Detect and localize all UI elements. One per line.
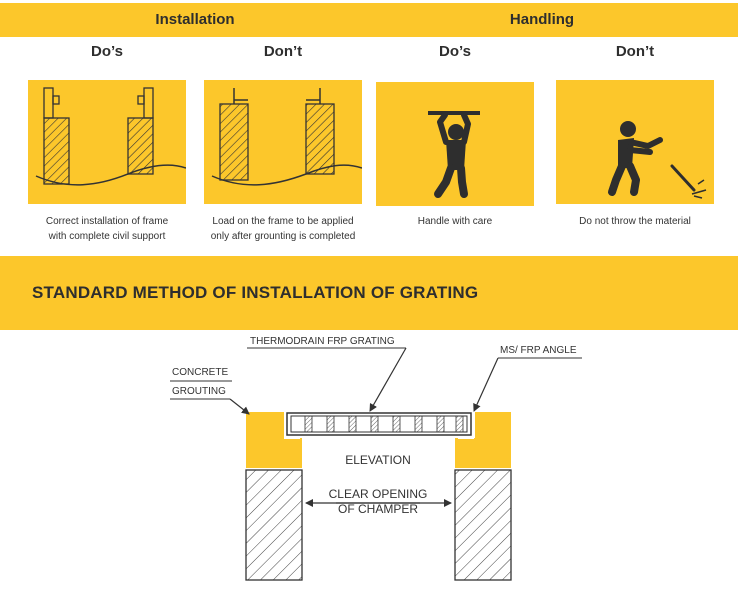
col-3-heading: Do’s [439, 43, 471, 60]
label-elevation: ELEVATION [345, 453, 411, 467]
label-clear-opening: CLEAR OPENING OF CHAMPER [318, 487, 438, 517]
col-4-heading: Don’t [615, 43, 655, 60]
left-grouting [246, 412, 302, 468]
caption-1: Correct installation of frame with compl… [22, 214, 192, 244]
frame-installation-illustration [35, 87, 186, 186]
caption-4: Do not throw the material [556, 214, 714, 229]
caption-1-line-1: Correct installation of frame [45, 216, 169, 227]
label-concrete: CONCRETE [172, 367, 229, 378]
panel-load-after-grouting [204, 80, 362, 204]
label-ms-frp-angle: MS/ FRP ANGLE [500, 345, 577, 356]
label-clear-opening-line-1: CLEAR OPENING [328, 487, 428, 501]
frp-grating [284, 410, 474, 439]
panel-do-not-throw [556, 80, 714, 204]
caption-1-line-2: with complete civil support [48, 231, 166, 242]
frame-without-grout-illustration [211, 88, 362, 186]
panel-correct-installation [28, 80, 186, 204]
label-frp-grating: THERMODRAIN FRP GRATING [250, 336, 395, 347]
section-banner [0, 256, 738, 330]
label-clear-opening-line-2: OF CHAMPER [337, 502, 418, 516]
person-carrying-icon [428, 111, 480, 198]
installation-diagram [170, 347, 582, 581]
caption-4-line-1: Do not throw the material [579, 216, 691, 227]
caption-2: Load on the frame to be applied only aft… [194, 214, 372, 244]
right-wall [454, 469, 512, 581]
col-2-heading: Don’t [263, 43, 303, 60]
caption-3: Handle with care [376, 214, 534, 229]
right-grouting [455, 412, 511, 468]
person-throwing-icon [608, 121, 707, 199]
left-wall [245, 469, 303, 581]
handling-title: Handling [509, 11, 575, 28]
label-grouting: GROUTING [172, 386, 226, 397]
col-1-heading: Do’s [91, 43, 123, 60]
section-title: STANDARD METHOD OF INSTALLATION OF GRATI… [32, 283, 479, 302]
panel-handle-with-care [376, 82, 534, 206]
caption-2-line-1: Load on the frame to be applied [212, 216, 354, 227]
caption-3-line-1: Handle with care [417, 216, 493, 227]
header-band [0, 3, 738, 37]
caption-2-line-2: only after grounting is completed [210, 231, 356, 242]
installation-title: Installation [155, 11, 235, 28]
